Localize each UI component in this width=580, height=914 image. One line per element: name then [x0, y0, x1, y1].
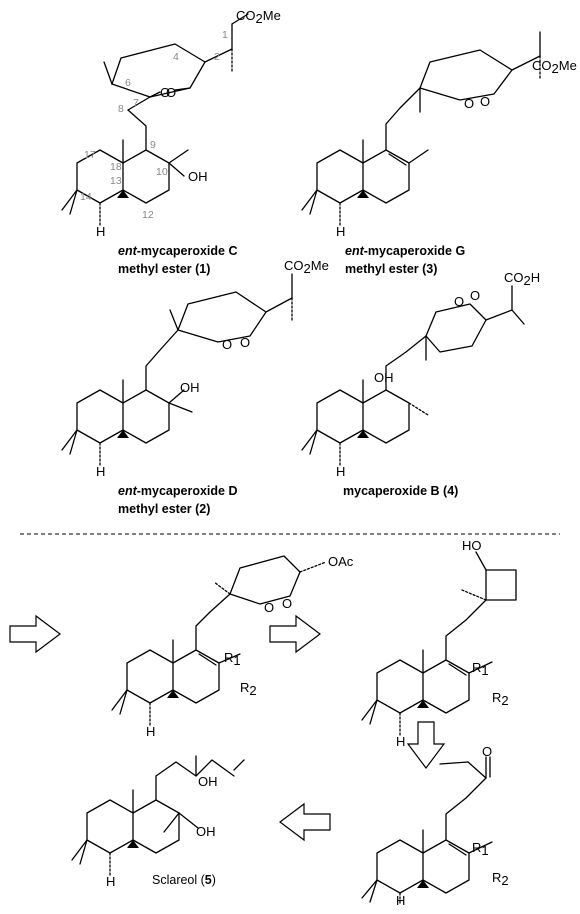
- compound-2-o1: O: [222, 337, 232, 352]
- intermediate-a-r2: R2: [240, 680, 257, 698]
- compound-1-o2: O: [166, 85, 176, 100]
- intermediate-c-o: O: [482, 744, 492, 759]
- compound-3-h: H: [336, 224, 345, 239]
- compound-1-oh: OH: [188, 169, 208, 184]
- compound-2-co2me: CO2Me: [284, 258, 329, 276]
- retro-arrow-1: [9, 614, 61, 654]
- sclareol-structure: OH OH H: [71, 755, 245, 889]
- intermediate-c-h: H: [396, 893, 405, 908]
- compound-4-h: H: [336, 464, 345, 479]
- compound-2-structure: O O OH H CO2Me: [61, 258, 329, 479]
- compound-1-o1: O: [160, 85, 170, 100]
- locant-4: 4: [173, 51, 179, 63]
- compound-4-co2h: CO2H: [504, 270, 540, 288]
- compound-2-o2: O: [240, 335, 250, 350]
- caption-compound-3-line1: ent-mycaperoxide G: [345, 244, 465, 258]
- compound-1-h: H: [96, 224, 105, 239]
- compound-4-oh: OH: [374, 370, 394, 385]
- compound-3-co2me: CO2Me: [532, 58, 577, 76]
- locant-8: 8: [118, 103, 124, 115]
- compound-2-oh: OH: [180, 380, 200, 395]
- intermediate-b-r2: R2: [492, 690, 509, 708]
- compound-2-h: H: [96, 464, 105, 479]
- intermediate-a-r1: R1: [224, 650, 241, 668]
- compound-3-structure: O O H CO2Me: [301, 31, 577, 239]
- compound-4-o2: O: [470, 288, 480, 303]
- locant-6: 6: [125, 77, 131, 89]
- locant-12: 12: [142, 209, 154, 221]
- intermediate-peroxide-acetate: O O OAc R1 R2 H: [111, 554, 354, 739]
- compound-1-structure: O O OH H CO2Me 1 2 4 6 7 8 9 10 12 13 14…: [61, 8, 281, 239]
- retro-arrow-4: [279, 802, 331, 842]
- intermediate-a-h: H: [146, 724, 155, 739]
- caption-sclareol: Sclareol (5): [152, 873, 216, 887]
- locant-7: 7: [133, 97, 139, 109]
- sclareol-oh-2: OH: [196, 824, 216, 839]
- caption-compound-3-line2: methyl ester (3): [345, 262, 437, 276]
- locant-18: 18: [110, 161, 122, 173]
- compound-4-o1: O: [454, 294, 464, 309]
- retro-arrow-3: [406, 721, 446, 769]
- locant-1: 1: [222, 29, 228, 41]
- locant-10: 10: [156, 166, 168, 178]
- intermediate-cyclobutanol: HO R1 R2 H: [361, 538, 517, 749]
- caption-compound-1-line2: methyl ester (1): [118, 262, 210, 276]
- locant-13: 13: [110, 175, 122, 187]
- retro-arrow-2: [269, 614, 321, 654]
- caption-compound-1-line1: ent-mycaperoxide C: [118, 244, 237, 258]
- locant-2: 2: [214, 51, 220, 63]
- intermediate-a-o1: O: [264, 600, 274, 615]
- intermediate-b-ho: HO: [462, 538, 482, 553]
- locant-17: 17: [84, 149, 96, 161]
- sclareol-h: H: [106, 874, 115, 889]
- intermediate-b-r1: R1: [472, 660, 489, 678]
- locant-9: 9: [150, 139, 156, 151]
- intermediate-b-h: H: [396, 734, 405, 749]
- intermediate-c-r2: R2: [492, 870, 509, 888]
- locant-14: 14: [80, 191, 92, 203]
- caption-compound-2-line1: ent-mycaperoxide D: [118, 484, 237, 498]
- compound-3-o2: O: [480, 94, 490, 109]
- intermediate-methyl-ketone: O R1 R2 H: [361, 744, 509, 908]
- intermediate-c-r1: R1: [472, 840, 489, 858]
- intermediate-a-o2: O: [282, 596, 292, 611]
- intermediate-a-oac: OAc: [328, 554, 354, 569]
- compound-4-structure: O O OH H CO2H: [301, 270, 540, 479]
- caption-compound-2-line2: methyl ester (2): [118, 502, 210, 516]
- sclareol-oh-1: OH: [198, 774, 218, 789]
- compound-1-co2me: CO2Me: [236, 8, 281, 26]
- compound-3-o1: O: [464, 96, 474, 111]
- caption-compound-4: mycaperoxide B (4): [343, 484, 458, 498]
